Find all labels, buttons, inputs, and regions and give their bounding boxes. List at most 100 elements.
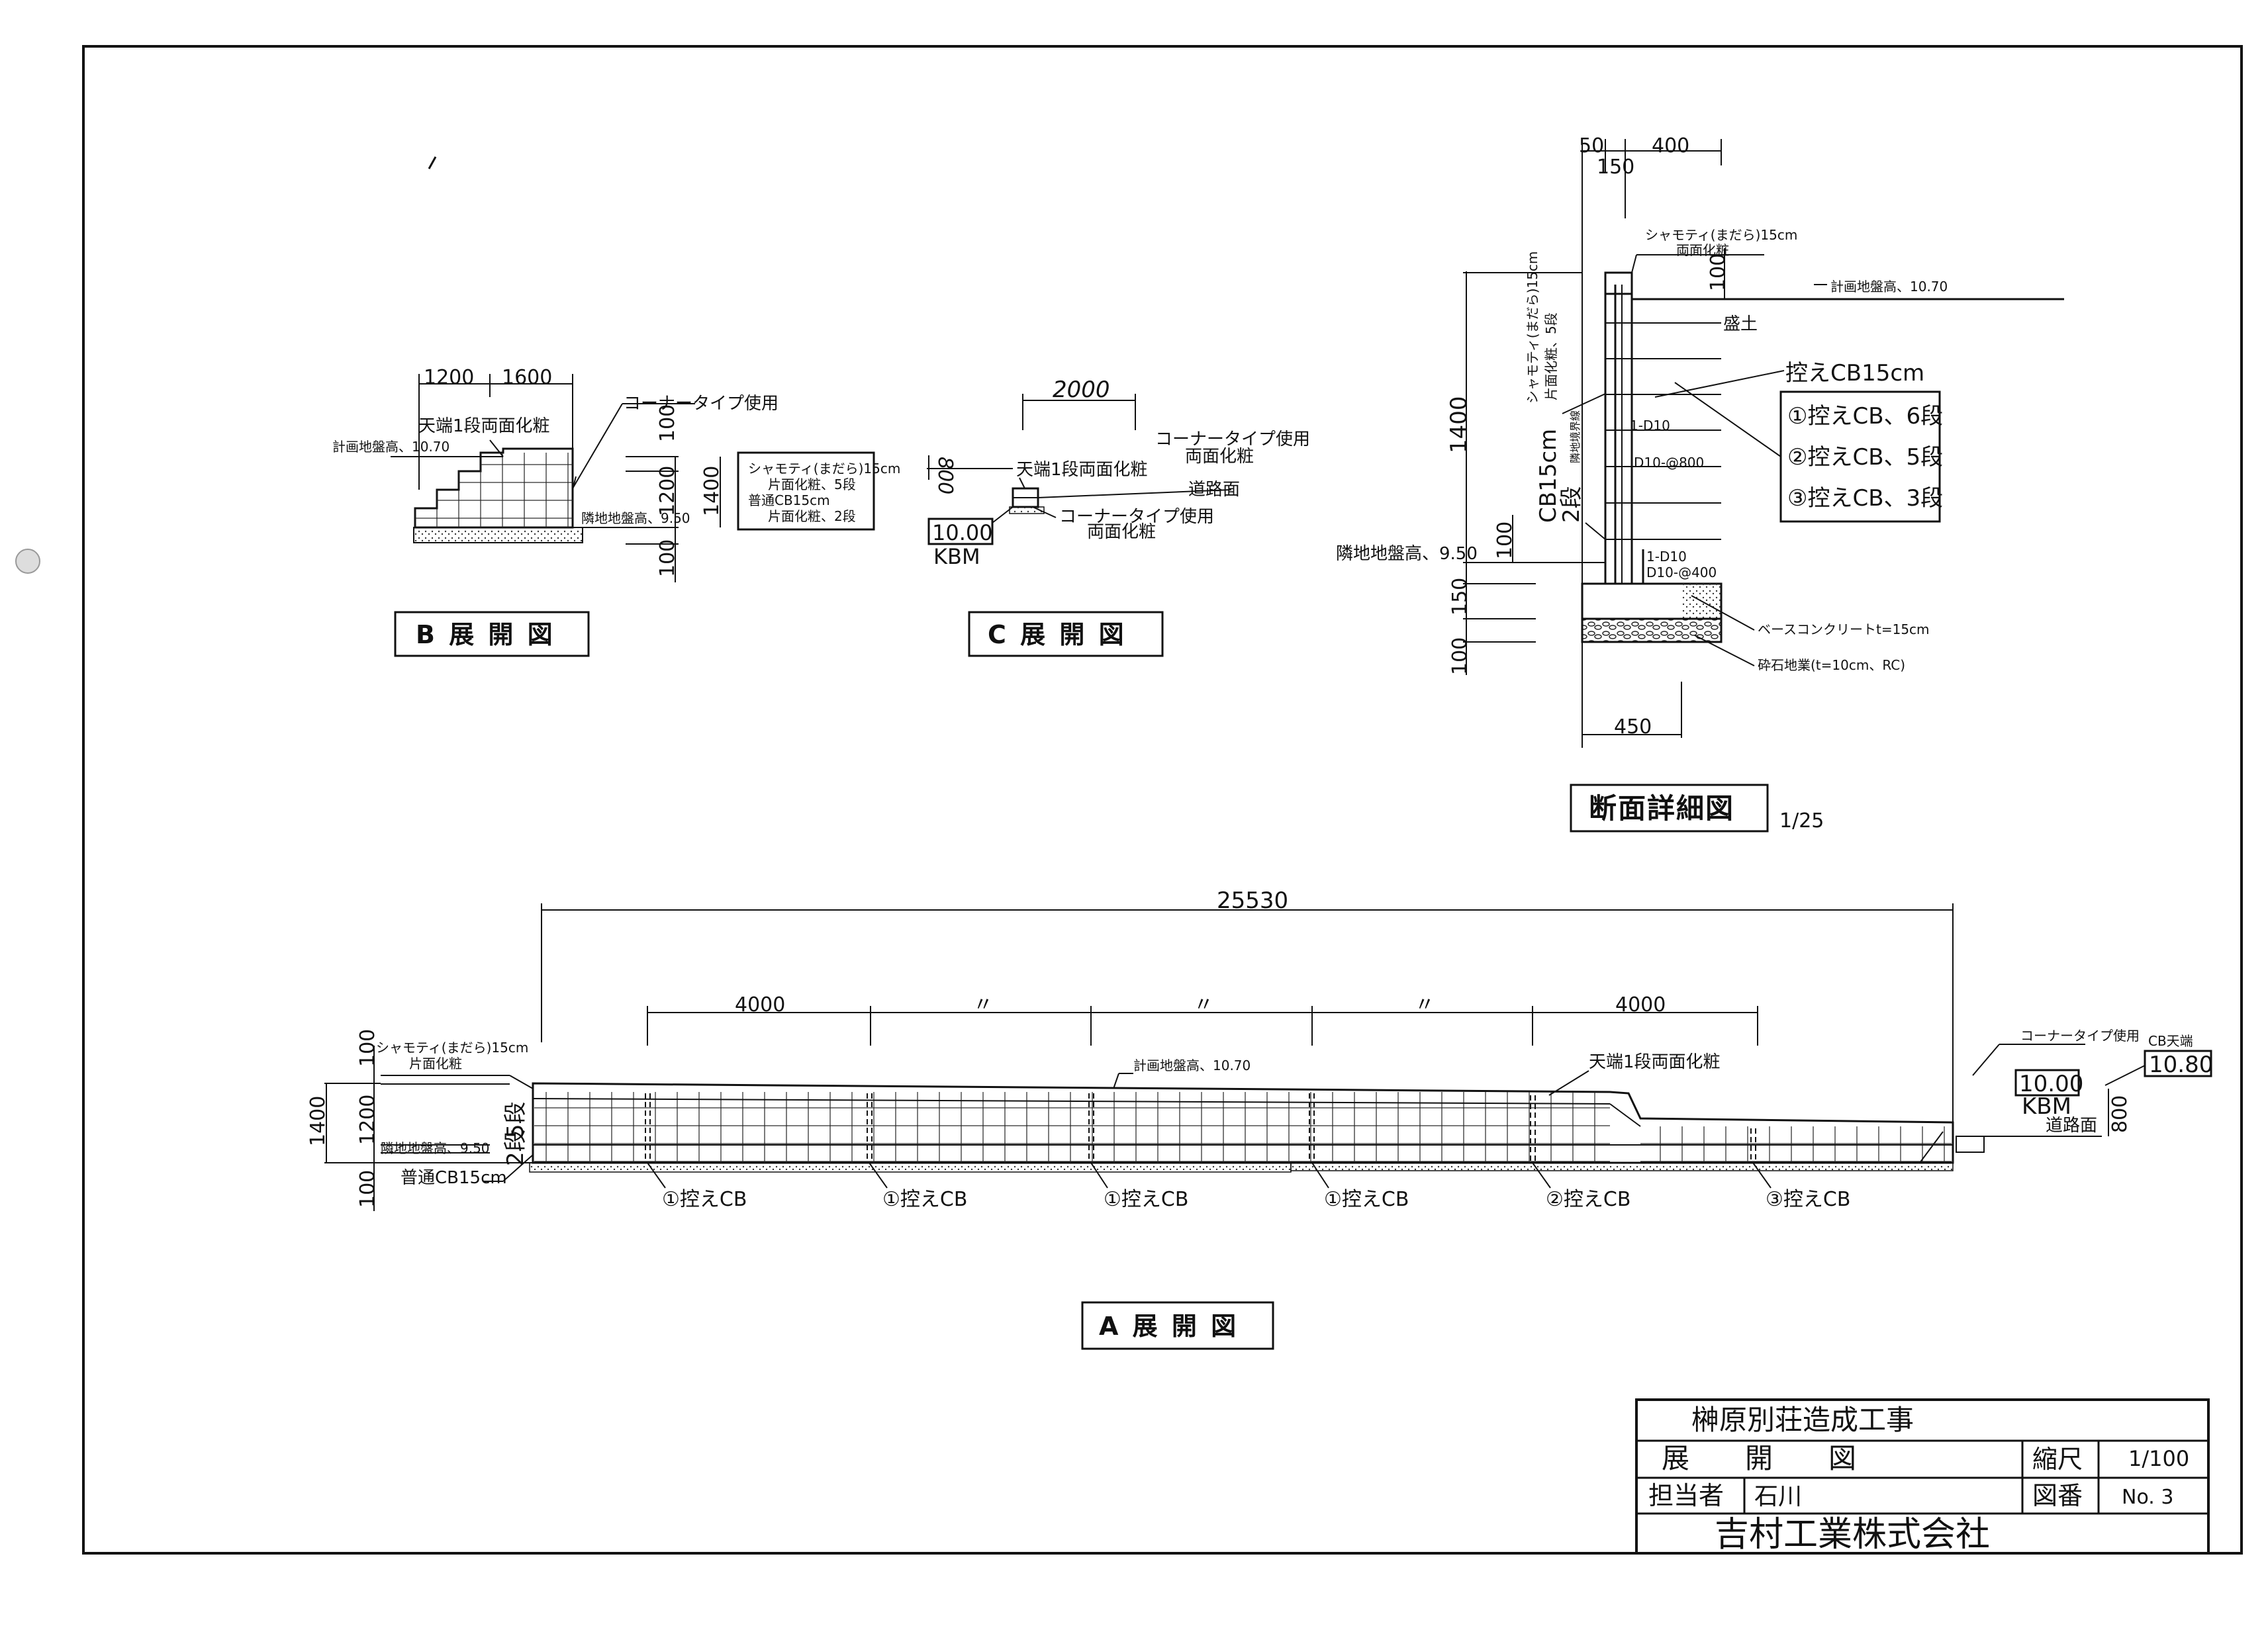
scan-mark (428, 156, 437, 169)
a-dim-ditto2: 〃 (1194, 993, 1213, 1017)
c-label-both-top: 両面化粧 (1185, 447, 1254, 467)
b-label-planned: 計画地盤高、10.70 (332, 439, 449, 455)
a-wall-outline (532, 1082, 1954, 1164)
sec-label-cb15: CB15cm (1535, 429, 1562, 523)
sec-buttress-0: ①控えCB、6段 (1787, 403, 1943, 430)
a-dim-ditto1: 〃 (973, 993, 993, 1017)
sec-label-buttress: 控えCB15cm (1785, 360, 1924, 386)
tb-scale-label: 縮尺 (2032, 1445, 2083, 1474)
b-label-corner: コーナータイプ使用 (624, 394, 779, 414)
sec-label-planned: 計画地盤高、10.70 (1830, 279, 1948, 294)
sec-label-rebar2: D10-@800 (1634, 455, 1704, 471)
a-dim-total: 25530 (1217, 887, 1288, 914)
sec-label-side-face: 片面化粧、5段 (1543, 312, 1559, 400)
a-kbm-box (2014, 1069, 2080, 1097)
c-kbm-value: 10.00 (932, 520, 993, 545)
sec-wall-courses (1605, 285, 1721, 602)
a-wall-base-strip (529, 1162, 1292, 1173)
a-dim-ditto3: 〃 (1415, 993, 1435, 1017)
sec-dim-400: 400 (1652, 134, 1689, 158)
sec-label-2dan: 2段 (1558, 486, 1585, 523)
a-label-road: 道路面 (2046, 1116, 2097, 1136)
sec-wall (1604, 277, 1633, 604)
b-label-top: 天端1段両面化粧 (418, 416, 550, 436)
drawing-a: 25530 4000 〃 〃 〃 4000 (307, 887, 2213, 1350)
a-kbm-label: KBM (2022, 1093, 2071, 1120)
a-buttress-label-1: ①控えCB (662, 1188, 747, 1211)
tb-drawing-name: 展 開 図 (1662, 1442, 1856, 1474)
c-title: C 展 開 図 (988, 620, 1127, 649)
sec-label-both: 両面化粧 (1676, 242, 1729, 258)
b-legend-box (737, 451, 875, 531)
sec-wall-top (1604, 271, 1633, 295)
c-title-box (968, 611, 1164, 657)
c-dim-2000: 2000 (1053, 377, 1110, 403)
tb-number-label: 図番 (2032, 1481, 2083, 1510)
c-label-road: 道路面 (1188, 480, 1240, 500)
title-block: 榊原別荘造成工事 展 開 図 縮尺 1/100 担当者 石川 図番 No. 3 … (1635, 1398, 2210, 1555)
section-detail: 50 400 150 (1336, 134, 2064, 833)
a-title: A 展 開 図 (1099, 1312, 1239, 1341)
b-title: B 展 開 図 (416, 620, 555, 649)
sec-label-side-boundary: 隣地境界線 (1569, 410, 1582, 463)
sec-label-fill: 盛土 (1723, 314, 1758, 334)
tb-person-value: 石川 (1754, 1483, 1802, 1510)
b-legend-3: 片面化粧、2段 (768, 508, 856, 524)
sec-dim-150: 150 (1597, 156, 1634, 179)
a-buttress-label-4: ①控えCB (1324, 1188, 1409, 1211)
sec-title: 断面詳細図 (1589, 792, 1734, 825)
tb-project: 榊原別荘造成工事 (1691, 1404, 1914, 1436)
drawing-b: 1200 1600 天端1段両面化粧 コーナータイプ使用 計画地盤高、10.70… (332, 366, 900, 657)
b-label-adjacent: 隣地地盤高、9.50 (581, 510, 690, 526)
sec-label-rebar4: D10-@400 (1646, 565, 1717, 580)
a-label-normal-cb: 普通CB15cm (401, 1168, 507, 1188)
b-wall-grid (415, 453, 573, 527)
sec-label-rebar1: 1-D10 (1630, 418, 1670, 433)
sec-label-gravel: 砕石地業(t=10cm、RC) (1758, 657, 1905, 673)
sec-dim-100-bot: 100 (1448, 637, 1472, 675)
c-label-corner-bot: コーナータイプ使用 (1059, 507, 1214, 527)
a-dim-800: 800 (2108, 1095, 2132, 1133)
c-dim-800: 800 (933, 457, 957, 494)
b-title-box (394, 611, 590, 657)
b-dim-1200: 1200 (424, 366, 474, 389)
c-label-top: 天端1段両面化粧 (1016, 460, 1148, 480)
sec-label-adjacent: 隣地地盤高、9.50 (1336, 544, 1478, 564)
a-wall-grid-main (534, 1092, 1610, 1163)
punch-hole (15, 549, 40, 574)
sec-buttress-box (1779, 390, 1941, 523)
a-dim-100-bot: 100 (356, 1170, 379, 1208)
tb-person-label: 担当者 (1648, 1481, 1724, 1510)
sec-buttress-2: ③控えCB、3段 (1787, 485, 1943, 512)
a-label-5dan: 5段 (502, 1101, 529, 1138)
a-dim-100-top: 100 (356, 1029, 379, 1067)
sec-dim-100-top: 100 (1707, 253, 1730, 291)
sec-dim-450: 450 (1614, 715, 1652, 739)
a-cb-top-box (2144, 1050, 2212, 1077)
b-dim-1200-v: 1200 (656, 466, 679, 516)
sec-dim-1400: 1400 (1446, 396, 1472, 453)
c-kbm-box (927, 518, 994, 545)
c-kbm-label: KBM (933, 544, 980, 569)
sec-dim-50: 50 (1579, 134, 1604, 158)
a-label-planned: 計画地盤高、10.70 (1133, 1058, 1251, 1073)
tb-company: 吉村工業株式会社 (1715, 1515, 1990, 1555)
a-buttress-label-5: ②控えCB (1546, 1188, 1630, 1211)
b-dim-100-bot: 100 (656, 539, 679, 577)
a-label-corner: コーナータイプ使用 (2020, 1028, 2140, 1044)
a-buttress-markers (645, 1093, 1756, 1163)
a-label-adjacent: 隣地地盤高、9.50 (381, 1140, 490, 1156)
tb-scale-value: 1/100 (2128, 1446, 2189, 1471)
a-label-2dan: 2段 (502, 1129, 529, 1166)
a-corner-block (1956, 1136, 1985, 1153)
sheet-border (82, 45, 2243, 1555)
a-label-shamo: シャモティ(まだら)15cm (376, 1040, 528, 1056)
a-cb-top-value: 10.80 (2149, 1052, 2213, 1078)
a-label-face: 片面化粧 (409, 1056, 462, 1071)
sec-label-base-concrete: ベースコンクリートt=15cm (1758, 621, 1930, 637)
a-label-cb-top: CB天端 (2148, 1033, 2193, 1049)
a-dim-4000-left: 4000 (735, 993, 785, 1017)
tb-number-value: No. 3 (2122, 1486, 2173, 1509)
c-label-corner-top: コーナータイプ使用 (1155, 430, 1310, 449)
sec-label-shamo: シャモティ(まだら)15cm (1645, 227, 1797, 243)
